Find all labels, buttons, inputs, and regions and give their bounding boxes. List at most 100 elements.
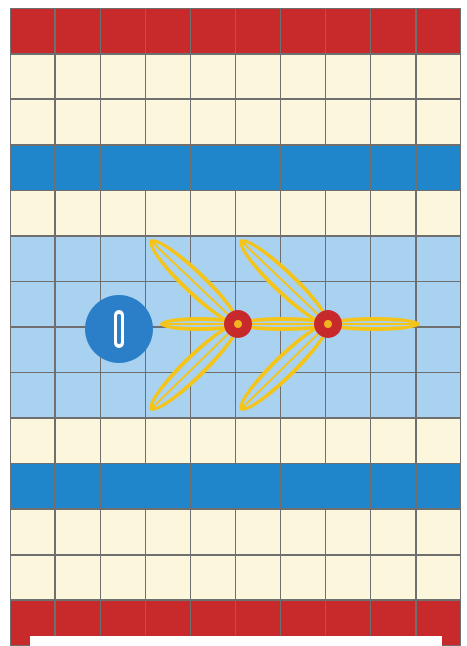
board-cell-empty[interactable] [191, 556, 234, 600]
board-cell-water[interactable] [146, 328, 189, 372]
board-cell-water[interactable] [417, 373, 460, 417]
board-cell-lane[interactable] [11, 146, 54, 190]
board-cell-lane[interactable] [191, 464, 234, 508]
board-cell-lane[interactable] [56, 464, 99, 508]
board-cell-empty[interactable] [56, 419, 99, 463]
board-cell-empty[interactable] [11, 55, 54, 99]
board-cell-water[interactable] [236, 373, 279, 417]
board-cell-water[interactable] [371, 373, 414, 417]
board-cell-water[interactable] [281, 282, 324, 326]
board-cell-empty[interactable] [56, 191, 99, 235]
board-cell-empty[interactable] [371, 556, 414, 600]
board-cell-lane[interactable] [236, 146, 279, 190]
board-cell-lane[interactable] [417, 464, 460, 508]
board-cell-lane[interactable] [417, 146, 460, 190]
board-cell-empty[interactable] [146, 100, 189, 144]
board-cell-lane[interactable] [101, 146, 144, 190]
board-cell-empty[interactable] [371, 191, 414, 235]
board-cell-empty[interactable] [236, 191, 279, 235]
board-cell-empty[interactable] [326, 510, 369, 554]
board-cell-water[interactable] [146, 237, 189, 281]
board-cell-water[interactable] [417, 282, 460, 326]
board-cell-water[interactable] [417, 237, 460, 281]
board-cell-water[interactable] [101, 373, 144, 417]
board-cell-empty[interactable] [417, 191, 460, 235]
board-cell-empty[interactable] [326, 419, 369, 463]
board-cell-water[interactable] [146, 373, 189, 417]
board-cell-lane[interactable] [326, 146, 369, 190]
board-cell-water[interactable] [236, 237, 279, 281]
board-cell-water[interactable] [191, 328, 234, 372]
board-cell-lane[interactable] [236, 464, 279, 508]
board-cell-lane[interactable] [371, 464, 414, 508]
board-cell-empty[interactable] [417, 419, 460, 463]
board-cell-empty[interactable] [191, 419, 234, 463]
board-cell-empty[interactable] [326, 556, 369, 600]
board-cell-empty[interactable] [11, 191, 54, 235]
board-cell-empty[interactable] [11, 100, 54, 144]
board-cell-empty[interactable] [417, 100, 460, 144]
start-token[interactable] [85, 295, 153, 363]
board-cell-lane[interactable] [146, 146, 189, 190]
board-cell-empty[interactable] [417, 55, 460, 99]
board-cell-lane[interactable] [191, 146, 234, 190]
board-cell-empty[interactable] [236, 556, 279, 600]
board-cell-empty[interactable] [56, 510, 99, 554]
board-cell-empty[interactable] [56, 556, 99, 600]
board-cell-water[interactable] [11, 282, 54, 326]
board-cell-water[interactable] [281, 328, 324, 372]
board-cell-water[interactable] [191, 282, 234, 326]
board-cell-lane[interactable] [101, 464, 144, 508]
board-cell-empty[interactable] [146, 191, 189, 235]
board-cell-empty[interactable] [281, 419, 324, 463]
board-cell-empty[interactable] [281, 510, 324, 554]
board-cell-empty[interactable] [281, 191, 324, 235]
board-cell-lane[interactable] [11, 464, 54, 508]
board-cell-water[interactable] [11, 237, 54, 281]
board-cell-empty[interactable] [101, 55, 144, 99]
board-cell-water[interactable] [56, 237, 99, 281]
board-cell-empty[interactable] [101, 556, 144, 600]
board-cell-empty[interactable] [146, 510, 189, 554]
board-cell-lane[interactable] [371, 146, 414, 190]
board-cell-empty[interactable] [11, 556, 54, 600]
board-cell-water[interactable] [326, 282, 369, 326]
board-cell-empty[interactable] [11, 510, 54, 554]
board-cell-lane[interactable] [281, 464, 324, 508]
board-cell-empty[interactable] [417, 556, 460, 600]
board-cell-water[interactable] [326, 328, 369, 372]
board-cell-empty[interactable] [146, 55, 189, 99]
board-cell-water[interactable] [326, 237, 369, 281]
board-cell-empty[interactable] [236, 510, 279, 554]
board-cell-empty[interactable] [191, 510, 234, 554]
board-cell-empty[interactable] [326, 55, 369, 99]
board-cell-empty[interactable] [236, 419, 279, 463]
board-cell-empty[interactable] [326, 100, 369, 144]
board-cell-empty[interactable] [236, 100, 279, 144]
board-cell-lane[interactable] [326, 464, 369, 508]
board-cell-water[interactable] [11, 328, 54, 372]
board-cell-water[interactable] [236, 282, 279, 326]
board-cell-empty[interactable] [11, 419, 54, 463]
board-cell-water[interactable] [371, 237, 414, 281]
board-cell-water[interactable] [146, 282, 189, 326]
board-cell-empty[interactable] [281, 556, 324, 600]
board-cell-empty[interactable] [281, 100, 324, 144]
board-cell-water[interactable] [371, 282, 414, 326]
board-cell-empty[interactable] [101, 419, 144, 463]
board-cell-water[interactable] [11, 373, 54, 417]
board-cell-empty[interactable] [56, 55, 99, 99]
board-cell-empty[interactable] [56, 100, 99, 144]
board-cell-water[interactable] [56, 373, 99, 417]
board-cell-lane[interactable] [146, 464, 189, 508]
board-cell-empty[interactable] [191, 100, 234, 144]
board-cell-empty[interactable] [371, 510, 414, 554]
board-cell-empty[interactable] [371, 419, 414, 463]
board-cell-empty[interactable] [101, 191, 144, 235]
board-cell-empty[interactable] [371, 100, 414, 144]
board-cell-lane[interactable] [281, 146, 324, 190]
board-cell-lane[interactable] [56, 146, 99, 190]
board-cell-water[interactable] [326, 373, 369, 417]
board-cell-water[interactable] [101, 237, 144, 281]
board-cell-empty[interactable] [146, 419, 189, 463]
